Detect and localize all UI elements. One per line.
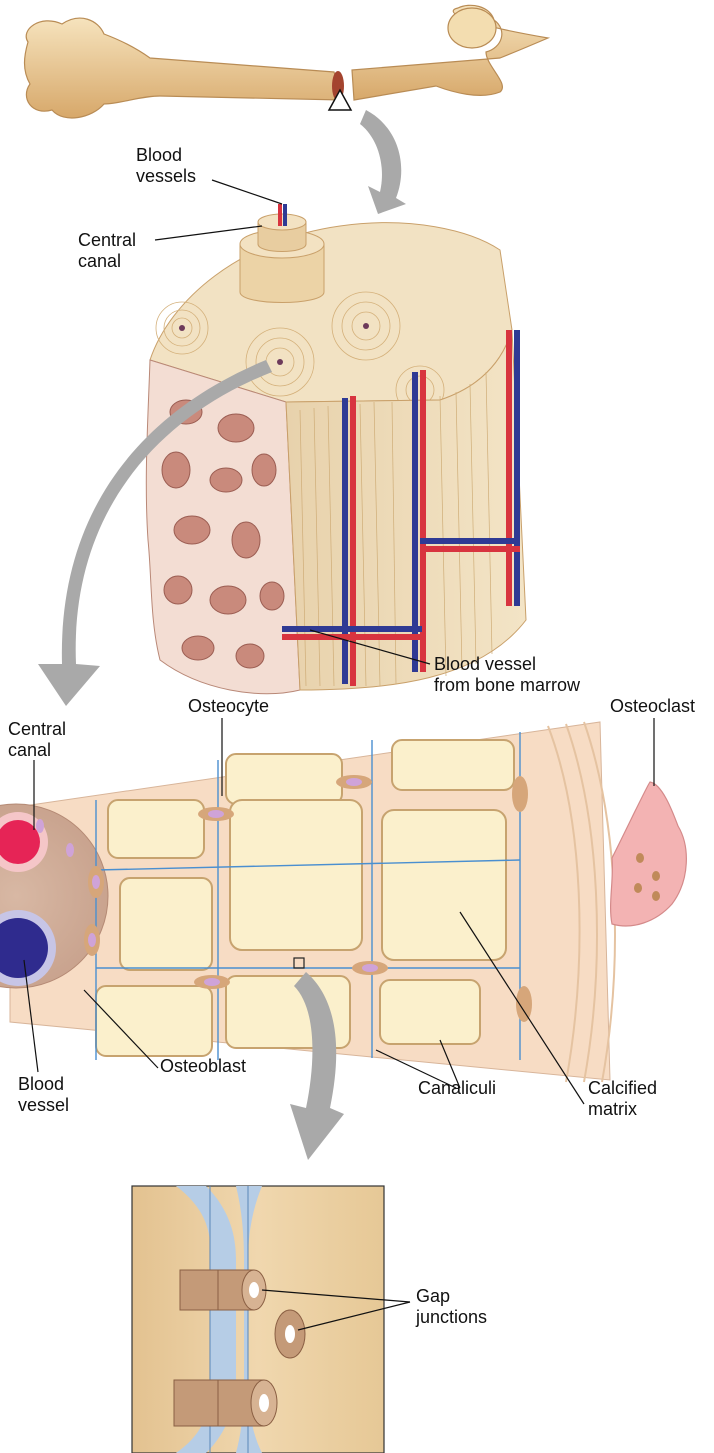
label-blood-vessel-marrow: Blood vessel from bone marrow — [434, 654, 580, 696]
zoom-arrow-1 — [360, 110, 406, 214]
label-osteocyte: Osteocyte — [188, 696, 269, 717]
label-blood-vessels: Blood vessels — [136, 145, 196, 187]
gap-junction-panel — [132, 1186, 384, 1453]
label-central-canal-top: Central canal — [78, 230, 136, 272]
osteoclast-cell — [611, 782, 687, 926]
label-calcified-matrix: Calcified matrix — [588, 1078, 657, 1120]
label-canaliculi: Canaliculi — [418, 1078, 496, 1099]
long-bone-illustration — [25, 5, 549, 118]
compact-bone-block — [146, 204, 526, 694]
label-blood-vessel: Blood vessel — [18, 1074, 69, 1116]
label-osteoblast: Osteoblast — [160, 1056, 246, 1077]
label-gap-junctions: Gap junctions — [416, 1286, 487, 1328]
osteon-cross-section — [0, 722, 686, 1082]
label-central-canal-left: Central canal — [8, 719, 66, 761]
label-osteoclast: Osteoclast — [610, 696, 695, 717]
